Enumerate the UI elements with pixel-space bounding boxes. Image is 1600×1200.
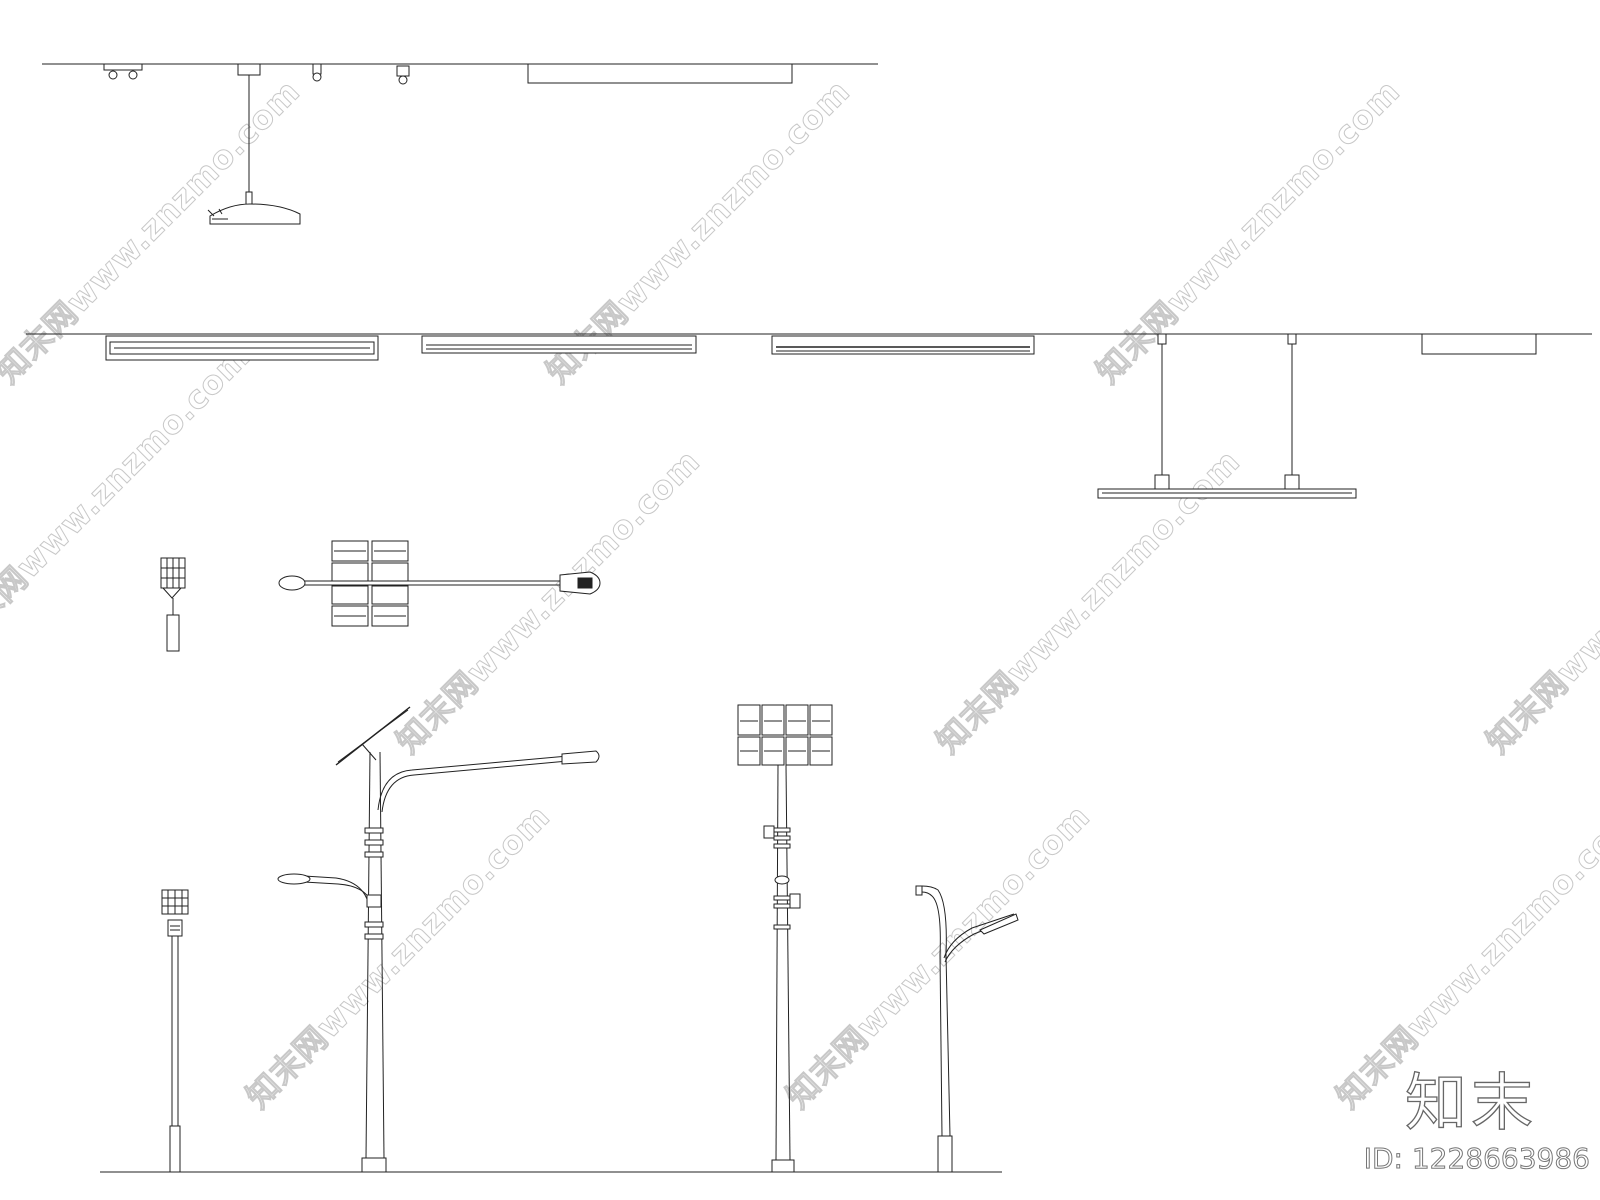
surface-panel-light xyxy=(527,63,793,84)
pendant-highbay-lamp xyxy=(207,63,301,225)
ceiling-row-1 xyxy=(42,63,878,225)
small-spotlight xyxy=(312,63,322,82)
solar-garden-post xyxy=(161,889,189,1173)
twin-spotlight xyxy=(103,63,143,80)
image-id-label: ID: 1228663986 xyxy=(1363,1142,1590,1176)
watermark-text: 知末网www.znzmo.com xyxy=(0,337,257,656)
watermark-text: 知末网www.znzmo.com xyxy=(1479,442,1600,761)
linear-batten-light xyxy=(105,335,379,361)
solar-wall-lamp xyxy=(160,557,186,652)
solar-panel-pole xyxy=(737,704,833,1173)
suspended-linear-light xyxy=(1097,333,1357,499)
linear-batten-light xyxy=(421,335,697,354)
solar-double-arm-street-light xyxy=(277,706,600,1173)
solar-panel-array xyxy=(737,704,833,766)
watermark-text: 知末网www.znzmo.com xyxy=(779,797,1098,1116)
linear-batten-light xyxy=(771,335,1035,355)
small-spotlight xyxy=(396,65,410,85)
hook-arm-street-light xyxy=(915,885,1019,1173)
ceiling-panel-light xyxy=(1421,333,1537,355)
solar-street-light-top-view xyxy=(278,540,601,627)
brand-logo: 知末 xyxy=(1404,1065,1538,1139)
watermark-text: 知末网www.znzmo.com xyxy=(239,797,558,1116)
watermark-text: 知末网www.znzmo.com xyxy=(1089,72,1408,391)
watermarks: 知末网www.znzmo.com 知末网www.znzmo.com 知末网www… xyxy=(0,72,1600,1117)
watermark-text: 知末网www.znzmo.com xyxy=(389,442,708,761)
ceiling-row-2 xyxy=(26,333,1592,499)
solar-panel-array xyxy=(331,540,409,627)
